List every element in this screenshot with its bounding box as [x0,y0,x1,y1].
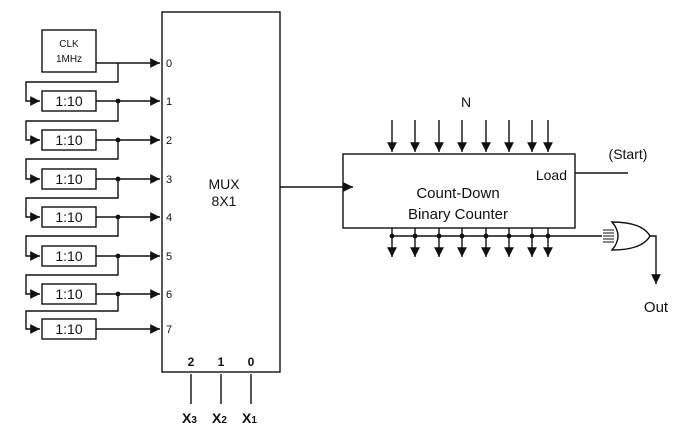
load-label: Load [536,167,567,183]
mux-input-label-7: 7 [166,324,172,336]
junction-dot [529,233,535,239]
cascade-wire [25,217,119,261]
junction-dot [115,137,121,143]
cascade-wire [25,101,119,145]
divider-label: 1:10 [55,209,82,225]
junction-dot [545,233,551,239]
cascade-wire [25,179,119,222]
or-gate-inputs [603,229,614,243]
junction-dot [483,233,489,239]
cascade-wire [25,140,119,184]
divider-label: 1:10 [55,171,82,187]
divider-label: 1:10 [55,132,82,148]
mux-title-line2: 8X1 [212,193,237,209]
junction-dot [506,233,512,239]
divider-label: 1:10 [55,286,82,302]
junction-dot [412,233,418,239]
mux-select-label-0: 0 [248,355,255,369]
counter-title-line1: Count-Down [416,185,499,202]
divider-label: 1:10 [55,321,82,337]
junction-dot [389,233,395,239]
cascade-wire [25,294,119,334]
junction-dot [115,253,121,259]
mux-select-label-1: 1 [218,355,225,369]
clock-block [41,29,97,73]
out-label: Out [644,299,669,316]
select-label-x1: X1 [242,410,257,426]
mux-input-label-0: 0 [166,58,172,70]
clock-label-line1: CLK [59,39,79,50]
or-output-wire [650,235,661,284]
junction-dot [115,176,121,182]
junction-dot [436,233,442,239]
select-label-x3: X3 [182,410,197,426]
junction-dot [115,214,121,220]
junction-dot [115,98,121,104]
junction-dot [459,233,465,239]
cascade-wire [25,63,119,106]
clock-label-line2: 1MHz [56,54,82,65]
or-gate [610,221,651,251]
mux-input-label-3: 3 [166,174,172,186]
mux-block [161,11,281,373]
start-label: (Start) [609,146,648,162]
mux-input-label-5: 5 [166,251,172,263]
mux-input-label-2: 2 [166,135,172,147]
counter-title-line2: Binary Counter [408,206,508,223]
mux-input-label-4: 4 [166,212,172,224]
mux-input-label-1: 1 [166,96,172,108]
mux-select-label-2: 2 [188,355,195,369]
mux-input-label-6: 6 [166,289,172,301]
select-label-x2: X2 [212,410,227,426]
divider-label: 1:10 [55,248,82,264]
cascade-wire [25,256,119,299]
junction-dot [115,291,121,297]
n-label: N [461,94,471,110]
counter-block [342,153,576,229]
mux-title-line1: MUX [208,176,240,192]
divider-label: 1:10 [55,93,82,109]
